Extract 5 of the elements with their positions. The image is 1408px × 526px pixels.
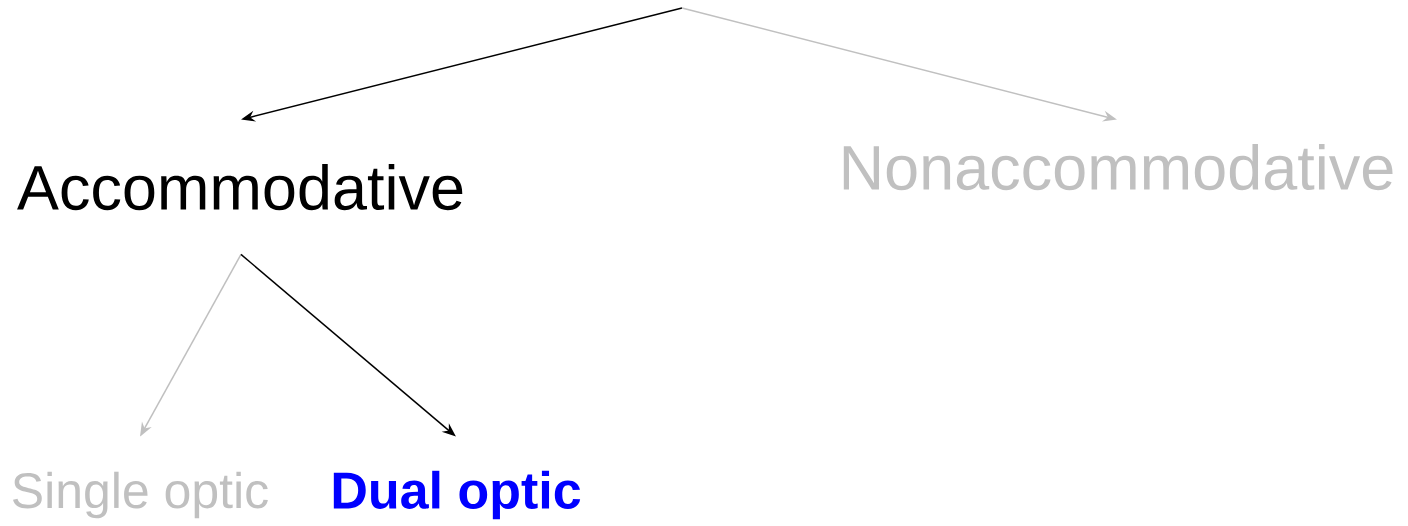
node-label: Accommodative [17,163,463,211]
node-label: Nonaccommodative [843,143,1393,191]
node-label: Single optic [13,471,268,519]
node-label: Dual optic [333,470,581,520]
arrow [240,253,456,437]
